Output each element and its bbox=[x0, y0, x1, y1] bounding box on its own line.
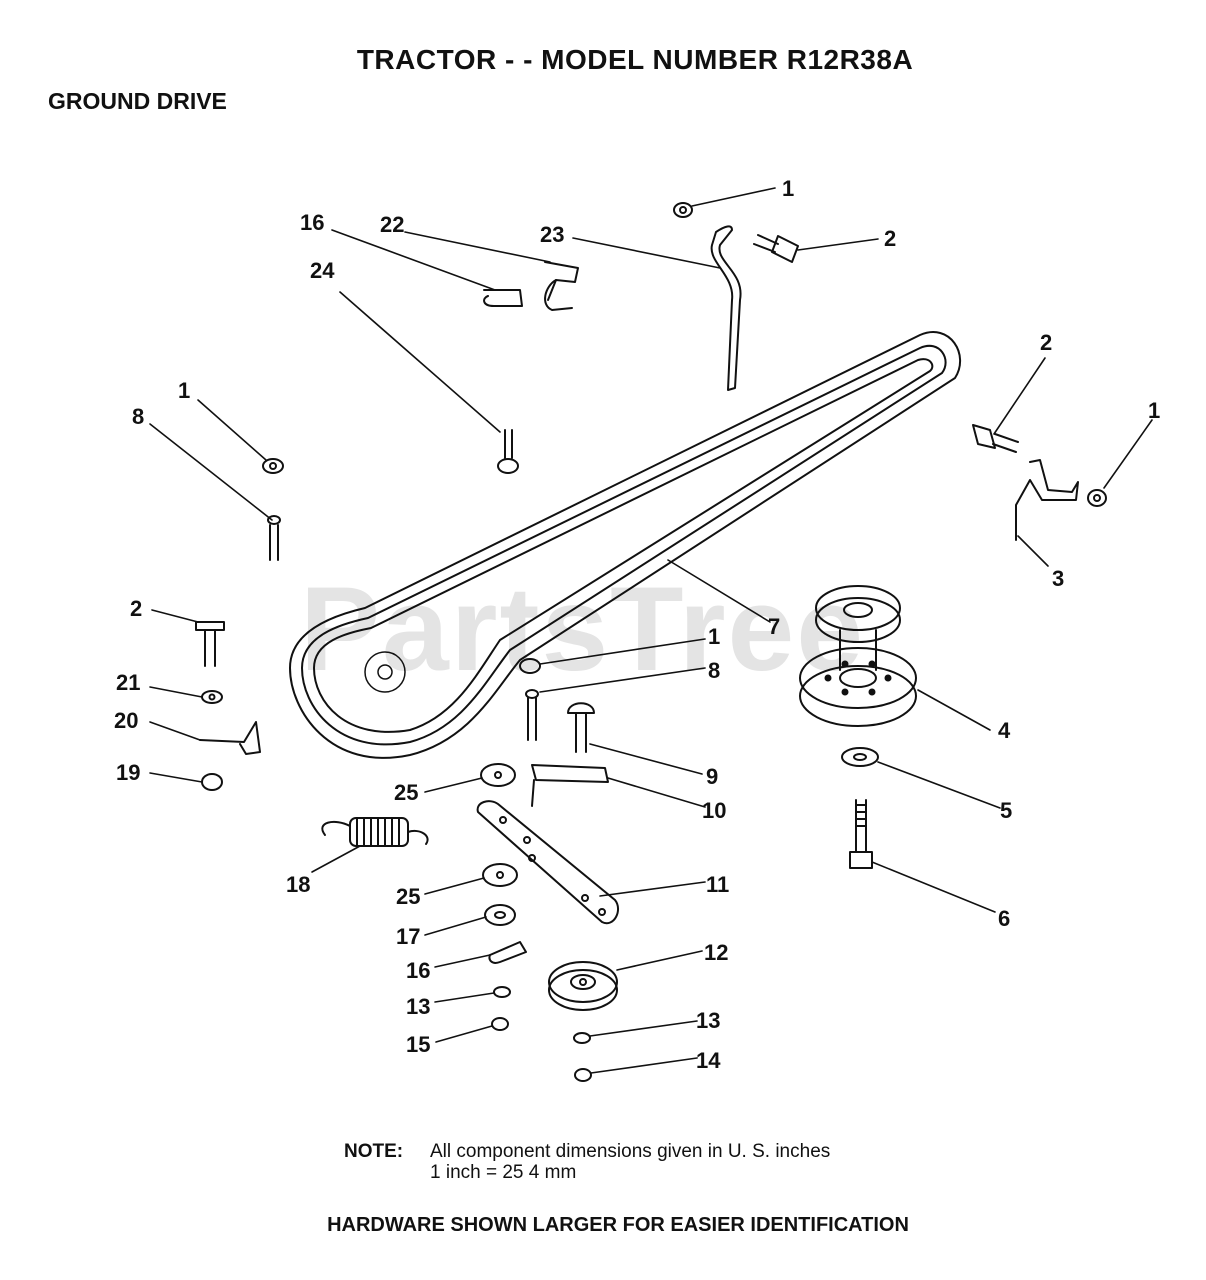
bracket-3[interactable] bbox=[1015, 459, 1079, 541]
watermark: PartsTree bbox=[300, 562, 866, 696]
callout-label: 16 bbox=[300, 210, 324, 235]
callout-label: 8 bbox=[132, 404, 144, 429]
callout-label: 15 bbox=[406, 1032, 430, 1057]
plate-11[interactable] bbox=[476, 800, 620, 925]
callout-label: 13 bbox=[696, 1008, 720, 1033]
callout-label: 11 bbox=[706, 872, 729, 897]
washer-25-lower[interactable] bbox=[482, 863, 518, 887]
rod-23[interactable] bbox=[710, 225, 742, 391]
belt-7[interactable] bbox=[289, 331, 961, 759]
callout-label: 18 bbox=[286, 872, 310, 897]
nut-left[interactable] bbox=[262, 458, 284, 474]
bolt-6[interactable] bbox=[849, 799, 873, 869]
pin-left[interactable] bbox=[267, 515, 281, 561]
nut-center[interactable] bbox=[519, 658, 541, 674]
washer-13-right[interactable] bbox=[573, 1032, 591, 1044]
washer-25-upper[interactable] bbox=[480, 763, 516, 787]
callout-label: 9 bbox=[706, 764, 718, 789]
callout-label: 10 bbox=[702, 798, 726, 823]
callout-label: 8 bbox=[708, 658, 720, 683]
hook-22[interactable] bbox=[544, 261, 579, 311]
bracket-20[interactable] bbox=[199, 721, 261, 755]
callout-label: 1 bbox=[782, 176, 794, 201]
callout-label: 14 bbox=[696, 1048, 721, 1073]
bolt-left[interactable] bbox=[195, 621, 225, 667]
note-line-2: 1 inch = 25 4 mm bbox=[430, 1162, 577, 1183]
callout-label: 2 bbox=[130, 596, 142, 621]
callout-label: 24 bbox=[310, 258, 335, 283]
note-label: NOTE: bbox=[344, 1141, 404, 1162]
callout-label: 19 bbox=[116, 760, 140, 785]
callout-label: 17 bbox=[396, 924, 420, 949]
callout-label: 2 bbox=[1040, 330, 1052, 355]
callout-label: 2 bbox=[884, 226, 896, 251]
washer-5[interactable] bbox=[841, 747, 879, 767]
arm-10[interactable] bbox=[531, 764, 609, 807]
bolt-9[interactable] bbox=[567, 702, 595, 753]
callout-label: 21 bbox=[116, 670, 140, 695]
nut-right[interactable] bbox=[1087, 489, 1107, 507]
callout-labels: 1 2 23 16 22 24 2 1 3 1 8 7 1 8 2 21 20 … bbox=[114, 176, 1160, 1073]
section-title: GROUND DRIVE bbox=[48, 88, 227, 114]
hardware-note: HARDWARE SHOWN LARGER FOR EASIER IDENTIF… bbox=[327, 1214, 909, 1236]
dimension-note: NOTE: All component dimensions given in U… bbox=[344, 1141, 830, 1183]
washer-13-left[interactable] bbox=[493, 986, 511, 998]
bolt-24[interactable] bbox=[497, 429, 519, 474]
leader-lines bbox=[149, 187, 1153, 1074]
spring-18[interactable] bbox=[321, 817, 429, 847]
nut-15[interactable] bbox=[491, 1017, 509, 1031]
callout-label: 25 bbox=[396, 884, 420, 909]
callout-label: 13 bbox=[406, 994, 430, 1019]
idler-12[interactable] bbox=[548, 961, 618, 1011]
callout-label: 12 bbox=[704, 940, 728, 965]
spacer-17[interactable] bbox=[484, 904, 516, 926]
callout-label: 3 bbox=[1052, 566, 1064, 591]
callout-label: 1 bbox=[178, 378, 190, 403]
callout-label: 6 bbox=[998, 906, 1010, 931]
clip-upper[interactable] bbox=[483, 289, 523, 307]
nut-19[interactable] bbox=[201, 773, 223, 791]
callout-label: 20 bbox=[114, 708, 138, 733]
callout-label: 4 bbox=[998, 718, 1011, 743]
washer-21[interactable] bbox=[201, 690, 223, 704]
nut-14[interactable] bbox=[574, 1068, 592, 1082]
callout-label: 7 bbox=[768, 614, 780, 639]
callout-label: 5 bbox=[1000, 798, 1012, 823]
callout-label: 22 bbox=[380, 212, 404, 237]
pulley-4[interactable] bbox=[799, 585, 917, 727]
callout-label: 1 bbox=[708, 624, 720, 649]
callout-label: 23 bbox=[540, 222, 564, 247]
bolt-top[interactable] bbox=[753, 234, 799, 263]
callout-label: 1 bbox=[1148, 398, 1160, 423]
page-title: TRACTOR - - MODEL NUMBER R12R38A bbox=[356, 44, 914, 75]
note-line-1: All component dimensions given in U. S. … bbox=[430, 1141, 831, 1162]
bolt-right[interactable] bbox=[972, 424, 1019, 453]
nut-top[interactable] bbox=[673, 202, 693, 218]
pin-center[interactable] bbox=[525, 689, 539, 741]
callout-label: 25 bbox=[394, 780, 418, 805]
callout-label: 16 bbox=[406, 958, 430, 983]
clip-lower[interactable] bbox=[488, 941, 527, 964]
